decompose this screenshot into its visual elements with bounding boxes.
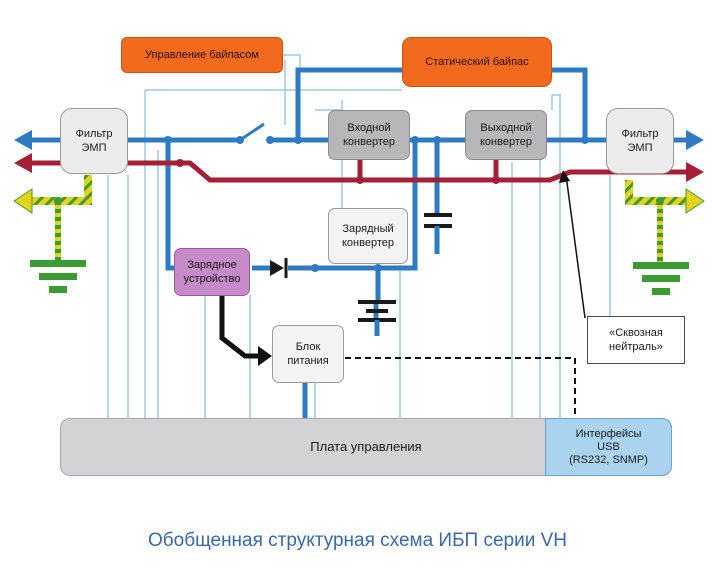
line-arrows: [14, 130, 704, 182]
interfaces-block: Интерфейсы USB (RS232, SNMP): [545, 418, 672, 476]
ground-right: [625, 180, 705, 295]
phase-nodes: [164, 136, 589, 272]
callout-pointer-arrowhead: [559, 170, 570, 183]
static-bypass-block: Статический байпас: [402, 37, 552, 87]
charger-to-psu-arrowhead: [258, 346, 272, 366]
bypass-control-block: Управление байпасом: [121, 37, 283, 73]
emi-filter-left-block: Фильтр ЭМП: [60, 108, 128, 174]
through-neutral-callout: «Сквозная нейтраль»: [587, 316, 685, 364]
psu-interface-dashed-line: [345, 357, 576, 418]
charger-to-psu-arrow: [219, 292, 262, 359]
input-converter-block: Входной конвертер: [328, 110, 410, 160]
diode-symbol: [270, 258, 288, 278]
dc-link-capacitor-symbol: [424, 213, 452, 228]
bypass-switch: [236, 122, 274, 144]
emi-filter-right-block: Фильтр ЭМП: [606, 108, 674, 174]
ground-left: [13, 175, 92, 293]
charger-block: Зарядное устройство: [174, 248, 250, 296]
signal-wires: [107, 54, 611, 420]
callout-pointer-line: [565, 174, 586, 319]
figure-caption: Обобщенная структурная схема ИБП серии V…: [147, 530, 568, 551]
output-converter-block: Выходной конвертер: [465, 110, 547, 160]
neutral-nodes: [176, 159, 500, 184]
charge-converter-block: Зарядный конвертер: [328, 208, 408, 264]
power-supply-block: Блок питания: [272, 325, 344, 383]
